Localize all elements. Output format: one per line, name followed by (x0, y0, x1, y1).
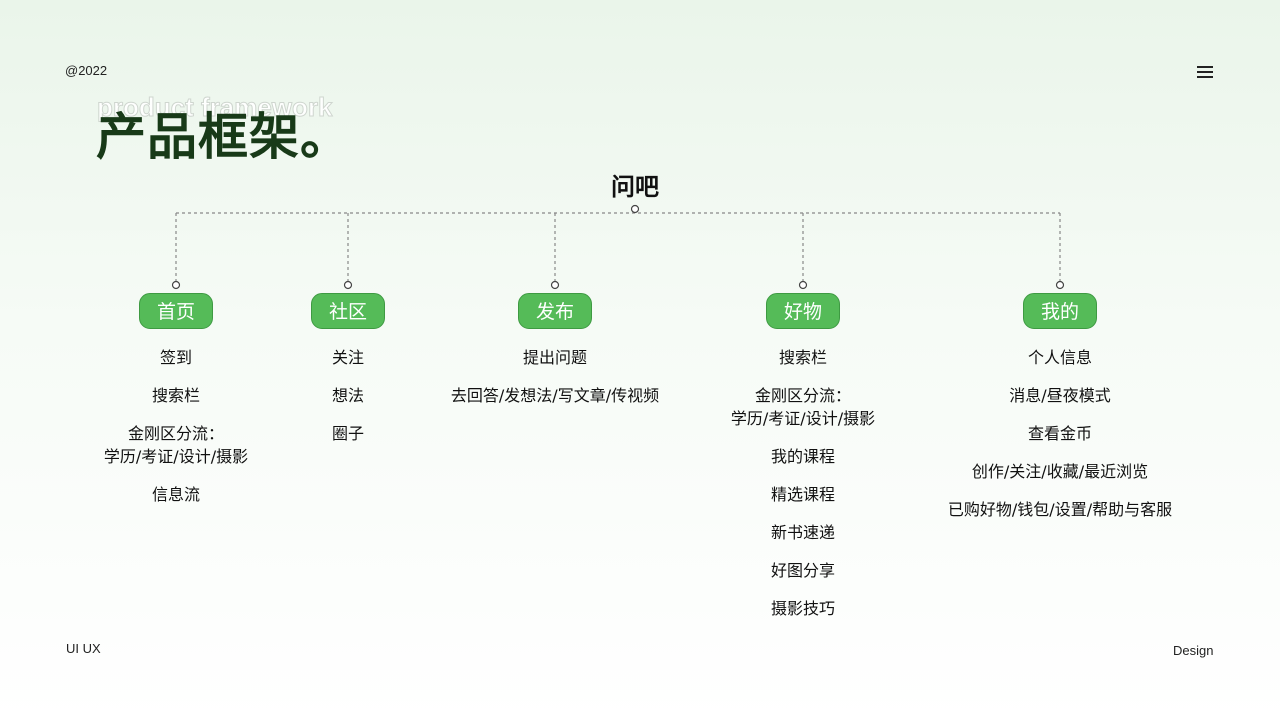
branch-node-dot (550, 280, 560, 290)
branch-item: 去回答/发想法/写文章/传视频 (450, 386, 660, 405)
branch-node-dot (171, 280, 181, 290)
branch-item: 想法 (331, 386, 365, 405)
copyright-text: @2022 (65, 63, 108, 78)
branch-item-list: 搜索栏金刚区分流： 学历/考证/设计/摄影我的课程精选课程新书速递好图分享摄影技… (731, 346, 875, 635)
branch-item: 圈子 (331, 424, 365, 443)
page-subtitle: product framework (97, 92, 333, 123)
branch-item: 查看金币 (1027, 424, 1092, 443)
branch-item: 创作/关注/收藏/最近浏览 (971, 462, 1149, 481)
tree-root-label: 问吧 (611, 173, 659, 201)
branch-item: 签到 (159, 348, 192, 367)
branch-node-dot (343, 280, 353, 290)
branch-item: 关注 (331, 348, 365, 367)
branch-pill[interactable]: 社区 (311, 293, 385, 329)
footer-right-text: Design (1173, 643, 1214, 658)
branch-item: 摄影技巧 (770, 599, 835, 618)
branch-pill[interactable]: 首页 (139, 293, 213, 329)
branch-item-list: 签到搜索栏金刚区分流： 学历/考证/设计/摄影信息流 (104, 346, 248, 521)
branch-item: 消息/昼夜模式 (1009, 386, 1111, 405)
branch-item: 精选课程 (770, 485, 835, 504)
branch-item: 提出问题 (522, 348, 587, 367)
branch-item: 好图分享 (770, 561, 835, 580)
branch-pill[interactable]: 好物 (766, 293, 840, 329)
branch-item: 金刚区分流： 学历/考证/设计/摄影 (103, 424, 249, 466)
branch-item-list: 提出问题去回答/发想法/写文章/传视频 (451, 346, 659, 422)
branch-node-dot (1055, 280, 1065, 290)
branch-item: 我的课程 (770, 447, 835, 466)
branch-pill[interactable]: 发布 (518, 293, 592, 329)
footer-left-text: UI UX (66, 641, 101, 656)
hamburger-menu-icon[interactable] (1197, 66, 1215, 78)
branch-item: 搜索栏 (778, 348, 827, 367)
branch-item: 搜索栏 (151, 386, 200, 405)
branch-item: 已购好物/钱包/设置/帮助与客服 (947, 500, 1173, 519)
page-title: 产品框架。 (96, 108, 351, 166)
branch-node-dot (798, 280, 808, 290)
branch-item: 个人信息 (1027, 348, 1092, 367)
root-node-dot (630, 204, 640, 214)
branch-item: 信息流 (151, 485, 200, 504)
branch-item: 金刚区分流： 学历/考证/设计/摄影 (730, 386, 876, 428)
branch-item: 新书速递 (770, 523, 835, 542)
branch-item-list: 关注想法圈子 (332, 346, 364, 460)
branch-pill[interactable]: 我的 (1023, 293, 1097, 329)
branch-item-list: 个人信息消息/昼夜模式查看金币创作/关注/收藏/最近浏览已购好物/钱包/设置/帮… (948, 346, 1172, 536)
